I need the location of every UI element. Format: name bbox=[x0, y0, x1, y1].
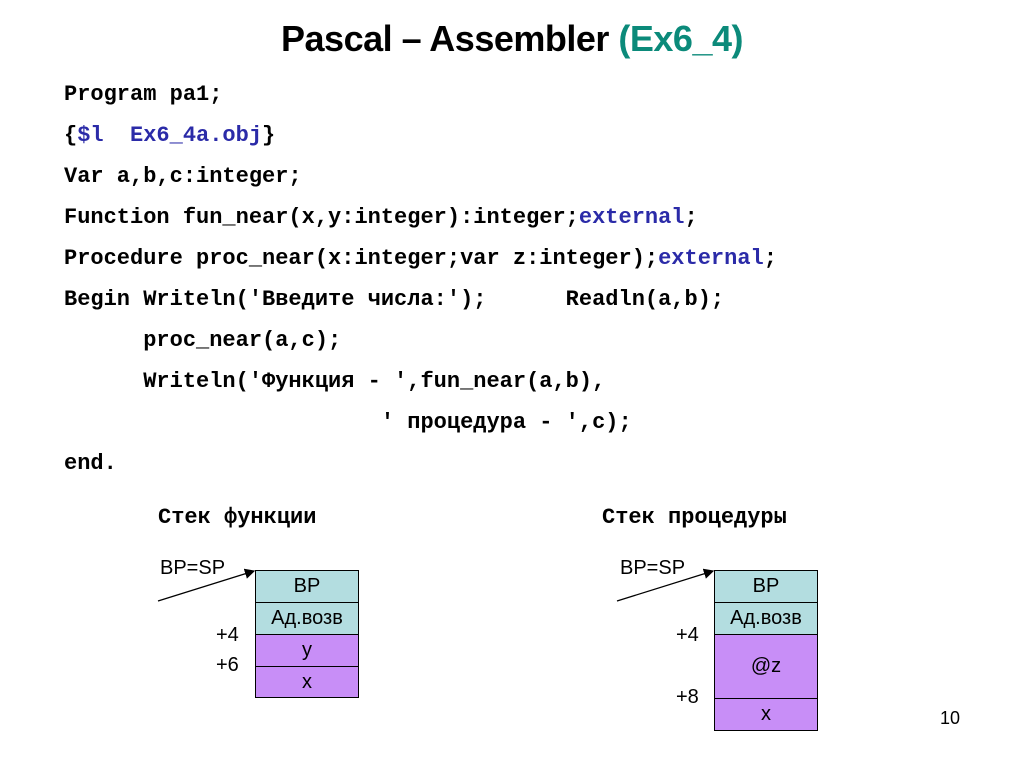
brace-open: { bbox=[64, 123, 78, 148]
function-sp-arrow bbox=[157, 568, 256, 602]
procedure-offset-4: +4 bbox=[676, 624, 699, 646]
slide-title: Pascal – Assembler (Ex6_4) bbox=[0, 18, 1024, 60]
code-line-4: Function fun_near(x,y:integer):integer;e… bbox=[64, 205, 698, 231]
code-line-9: ' процедура - ',c); bbox=[64, 410, 632, 435]
procedure-stack-caption: Стек процедуры bbox=[602, 505, 787, 530]
code-line-2: {$l Ex6_4a.obj} bbox=[64, 123, 275, 149]
external-keyword: external bbox=[658, 246, 764, 271]
brace-close: } bbox=[262, 123, 276, 148]
procedure-cell-z-pointer: @z bbox=[714, 634, 818, 699]
semicolon: ; bbox=[684, 205, 698, 230]
semicolon: ; bbox=[763, 246, 777, 271]
code-line-10: end. bbox=[64, 451, 117, 476]
function-cell-bp: BP bbox=[255, 570, 359, 603]
procedure-declaration: Procedure proc_near(x:integer;var z:inte… bbox=[64, 246, 659, 271]
title-main: Pascal – Assembler bbox=[281, 18, 619, 59]
code-line-8: Writeln('Функция - ',fun_near(a,b), bbox=[64, 369, 606, 394]
page-number: 10 bbox=[940, 708, 961, 728]
procedure-cell-x: x bbox=[714, 698, 818, 731]
code-line-5: Procedure proc_near(x:integer;var z:inte… bbox=[64, 246, 777, 272]
code-line-3: Var a,b,c:integer; bbox=[64, 164, 302, 189]
code-line-6: Begin Writeln('Введите числа:'); Readln(… bbox=[64, 287, 725, 312]
function-cell-return: Ад.возв bbox=[255, 602, 359, 635]
code-line-7: proc_near(a,c); bbox=[64, 328, 342, 353]
function-offset-4: +4 bbox=[216, 624, 239, 646]
function-stack-pointer-label: BP=SP bbox=[160, 557, 226, 579]
external-keyword: external bbox=[578, 205, 685, 230]
title-accent: (Ex6_4) bbox=[618, 18, 743, 59]
compiler-directive: $l Ex6_4a.obj bbox=[77, 123, 263, 148]
function-stack-caption: Стек функции bbox=[158, 505, 317, 530]
procedure-offset-8: +8 bbox=[676, 686, 699, 708]
procedure-cell-return: Ад.возв bbox=[714, 602, 818, 635]
function-declaration: Function fun_near(x,y:integer):integer; bbox=[64, 205, 579, 230]
code-line-1: Program pa1; bbox=[64, 82, 223, 107]
procedure-sp-arrow bbox=[616, 568, 715, 602]
function-cell-x: x bbox=[255, 666, 359, 698]
function-offset-6: +6 bbox=[216, 654, 239, 676]
procedure-stack-pointer-label: BP=SP bbox=[620, 557, 686, 579]
